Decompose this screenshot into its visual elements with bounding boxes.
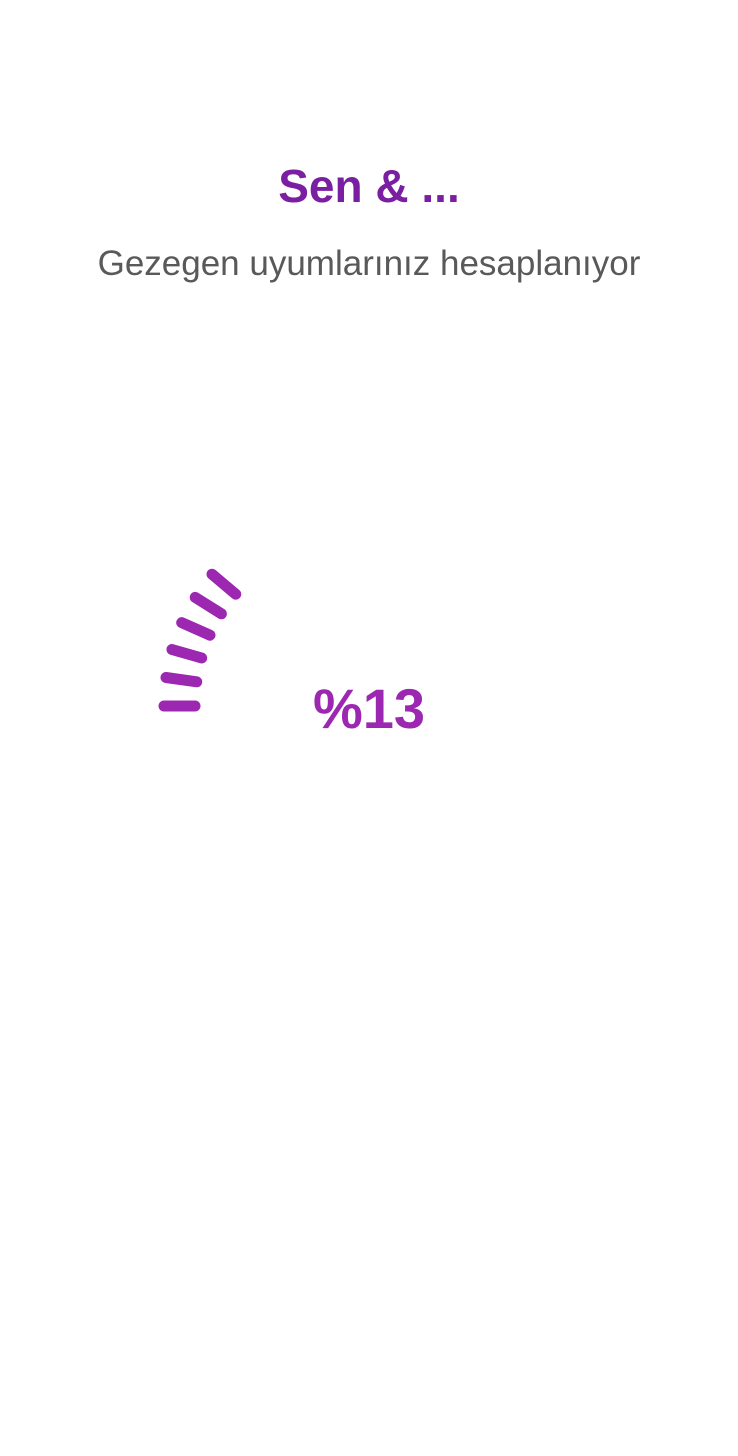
progress-ticks — [158, 568, 242, 712]
progress-percent: %13 — [312, 677, 426, 740]
progress-tick — [166, 644, 208, 664]
progress-tick — [206, 568, 242, 600]
progress-tick — [160, 672, 203, 688]
progress-tick — [176, 617, 216, 641]
page-title: Sen & ... — [278, 160, 460, 212]
page-subtitle: Gezegen uyumlarınız hesaplanıyor — [97, 244, 641, 283]
progress-tick — [189, 591, 227, 620]
